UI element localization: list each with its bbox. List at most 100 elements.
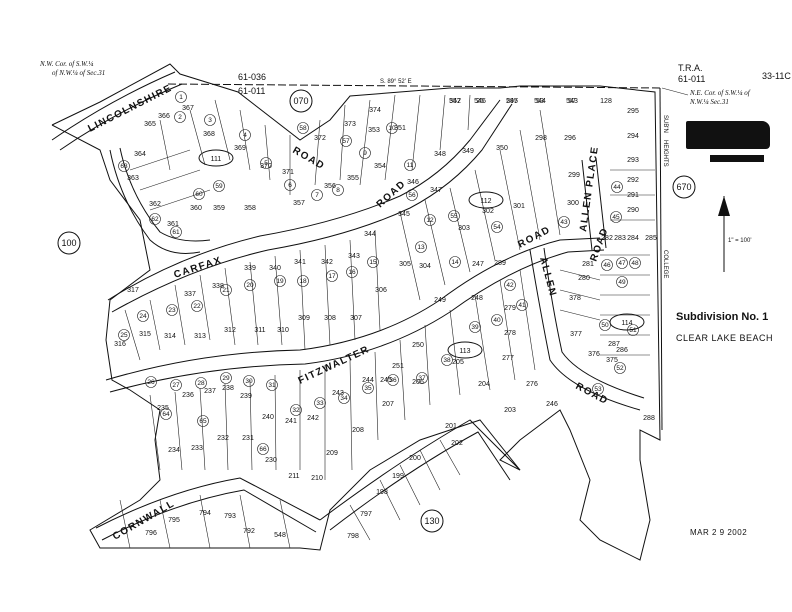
lot-number: 242 [307, 415, 319, 422]
lot-number: 368 [203, 131, 215, 138]
lot-circle: 32 [290, 404, 302, 416]
lot-number: 362 [149, 201, 161, 208]
north-arrow: N [718, 196, 730, 272]
lot-number: 238 [222, 385, 234, 392]
svg-text:4: 4 [243, 132, 247, 139]
lot-circle: 26 [145, 376, 157, 388]
lot-number: 307 [350, 315, 362, 322]
lot-number: 244 [362, 377, 374, 384]
block-111: 111 [198, 149, 234, 167]
lot-number: 243 [332, 390, 344, 397]
lot-circle: 40 [491, 314, 503, 326]
lot-number: 285 [645, 235, 657, 242]
lot-number: 199 [392, 473, 404, 480]
block-number: 113 [459, 348, 470, 355]
lot-circle: 2 [174, 111, 186, 123]
lot-number: 240 [262, 414, 274, 421]
lot-number: 337 [184, 291, 196, 298]
lot-number: 548 [274, 532, 286, 539]
lot-number: 284 [627, 235, 639, 242]
lot-number: 279 [504, 305, 516, 312]
lot-number: 370 [260, 163, 272, 170]
lot-number: 236 [182, 392, 194, 399]
lot-circle: 29 [220, 372, 232, 384]
lot-number: 352 [449, 98, 461, 105]
lot-number: 796 [145, 530, 157, 537]
lot-number: 347 [430, 187, 442, 194]
lot-number: 374 [369, 107, 381, 114]
ne-corner-note-2: N.W.¼ Sec.31 [689, 98, 729, 106]
lot-number: 250 [412, 342, 424, 349]
svg-text:23: 23 [168, 307, 176, 314]
lot-number: 304 [419, 263, 431, 270]
lot-circle: 57 [340, 135, 352, 147]
lot-number: 545 [506, 98, 518, 105]
lot-number: 346 [407, 179, 419, 186]
lot-circle: 4 [239, 129, 251, 141]
lot-number: 315 [139, 331, 151, 338]
lot-circle: 65 [197, 415, 209, 427]
svg-text:100: 100 [61, 238, 76, 248]
svg-text:39: 39 [471, 324, 479, 331]
lot-number: 287 [608, 341, 620, 348]
lot-number: 375 [606, 357, 618, 364]
lot-number: 245 [380, 377, 392, 384]
book-page-100: 100 [57, 231, 81, 255]
lot-number: 301 [513, 203, 525, 210]
svg-text:5: 5 [264, 160, 268, 167]
svg-text:2: 2 [178, 114, 182, 121]
svg-text:64: 64 [162, 411, 170, 418]
lot-number: 373 [344, 121, 356, 128]
lot-circle: 5 [260, 157, 272, 169]
svg-text:32: 32 [292, 407, 300, 414]
lot-number: 239 [240, 393, 252, 400]
lot-number: 353 [368, 127, 380, 134]
lot-number: 211 [288, 473, 299, 480]
book-page-070: 070 [289, 89, 313, 113]
lot-number: 308 [324, 315, 336, 322]
lot-number: 798 [347, 533, 359, 540]
lot-number: 296 [564, 135, 576, 142]
nw-corner-note-1: N.W. Cor. of S.W.¼ [39, 60, 94, 68]
allen-place-edge-2 [595, 157, 607, 249]
svg-text:44: 44 [613, 184, 621, 191]
lot-number: 299 [568, 172, 580, 179]
lot-number: 249 [434, 297, 446, 304]
lot-number: 231 [242, 435, 254, 442]
svg-text:48: 48 [631, 260, 639, 267]
lot-number: 208 [352, 427, 364, 434]
lot-circle: 20 [244, 279, 256, 291]
subdivision-title: Subdivision No. 1 [676, 311, 769, 323]
lot-number: 345 [398, 211, 410, 218]
lot-circle: 54 [491, 221, 503, 233]
lot-circle: 16 [346, 266, 358, 278]
lot-number: 290 [627, 207, 639, 214]
ne-corner-note-1: N.E. Cor. of S.W.¼ of [689, 89, 751, 97]
lot-number: 201 [445, 423, 457, 430]
svg-text:14: 14 [451, 259, 459, 266]
lot-circle: 9 [359, 147, 371, 159]
svg-text:8: 8 [336, 187, 340, 194]
road-label-subn: SUB'N [662, 115, 668, 133]
lot-number: 355 [347, 175, 359, 182]
block-number: 114 [621, 320, 632, 327]
lot-circle: 6 [284, 179, 296, 191]
lot-number: 232 [217, 435, 229, 442]
date-stamp: MAR 2 9 2002 [690, 528, 748, 537]
road-label-lincolnshire: LINCOLNSHIRE [86, 83, 174, 135]
lot-circle: 64 [160, 408, 172, 420]
lot-circle: 62 [149, 213, 161, 225]
lot-number: 354 [374, 163, 386, 170]
lot-circle: 51 [627, 324, 639, 336]
svg-text:13: 13 [417, 244, 425, 251]
lot-number: 241 [285, 418, 297, 425]
svg-text:60: 60 [195, 191, 203, 198]
svg-text:46: 46 [603, 262, 611, 269]
svg-text:50: 50 [601, 322, 609, 329]
block-number: 112 [480, 198, 491, 205]
lot-number: 343 [348, 253, 360, 260]
lot-number: 371 [282, 169, 294, 176]
lot-number: 276 [526, 381, 538, 388]
subdivision-boundary [51, 63, 661, 561]
